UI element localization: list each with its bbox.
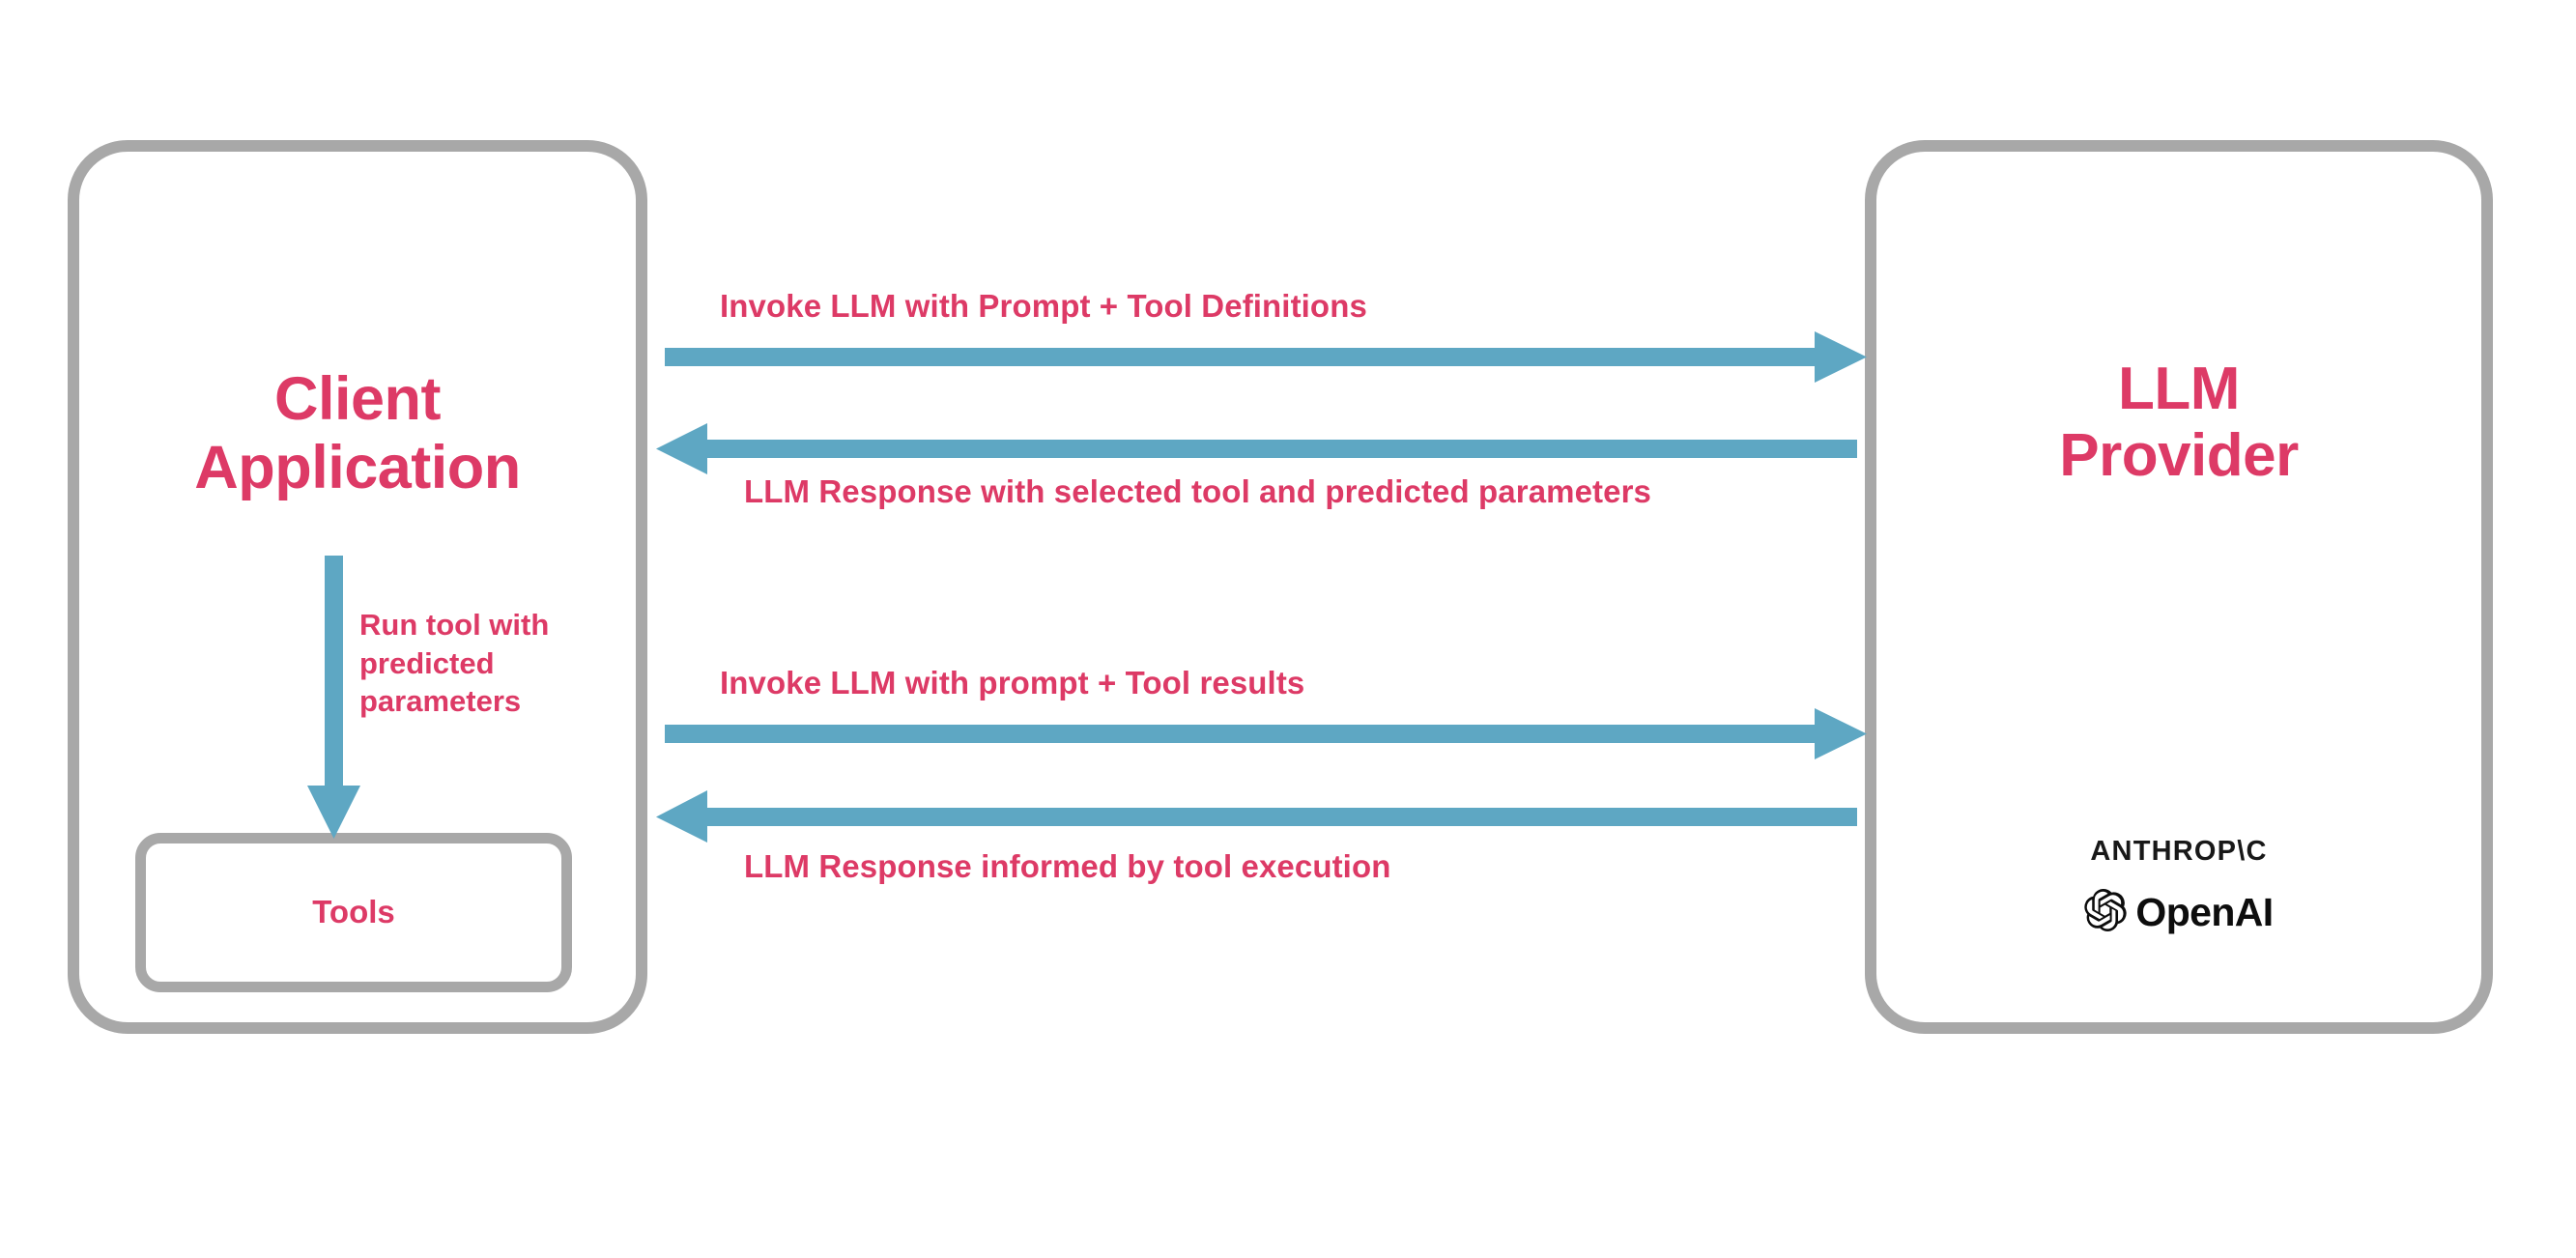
tools-label: Tools xyxy=(312,894,395,929)
arrow-label-invoke-1: Invoke LLM with Prompt + Tool Definition… xyxy=(720,288,1367,324)
arrow-response-2 xyxy=(656,790,1857,843)
run-tool-arrow-label: Run tool with predicted parameters xyxy=(359,608,550,719)
arrow-label-response-2: LLM Response informed by tool execution xyxy=(744,848,1391,884)
llm-provider-title: LLM Provider xyxy=(2059,356,2299,490)
anthropic-logo: ANTHROP\C xyxy=(2090,836,2268,867)
openai-logo: OpenAI xyxy=(1875,888,2483,936)
arrow-response-1 xyxy=(656,423,1857,474)
client-application-title: Client Application xyxy=(194,365,521,501)
arrow-label-invoke-2: Invoke LLM with prompt + Tool results xyxy=(720,665,1305,700)
arrow-invoke-1 xyxy=(665,331,1867,383)
openai-knot-icon xyxy=(2084,888,2128,936)
openai-wordmark: OpenAI xyxy=(2135,890,2274,934)
arrow-invoke-2 xyxy=(665,708,1867,759)
arrow-label-response-1: LLM Response with selected tool and pred… xyxy=(744,473,1651,509)
llm-provider-box xyxy=(1865,140,2493,1034)
